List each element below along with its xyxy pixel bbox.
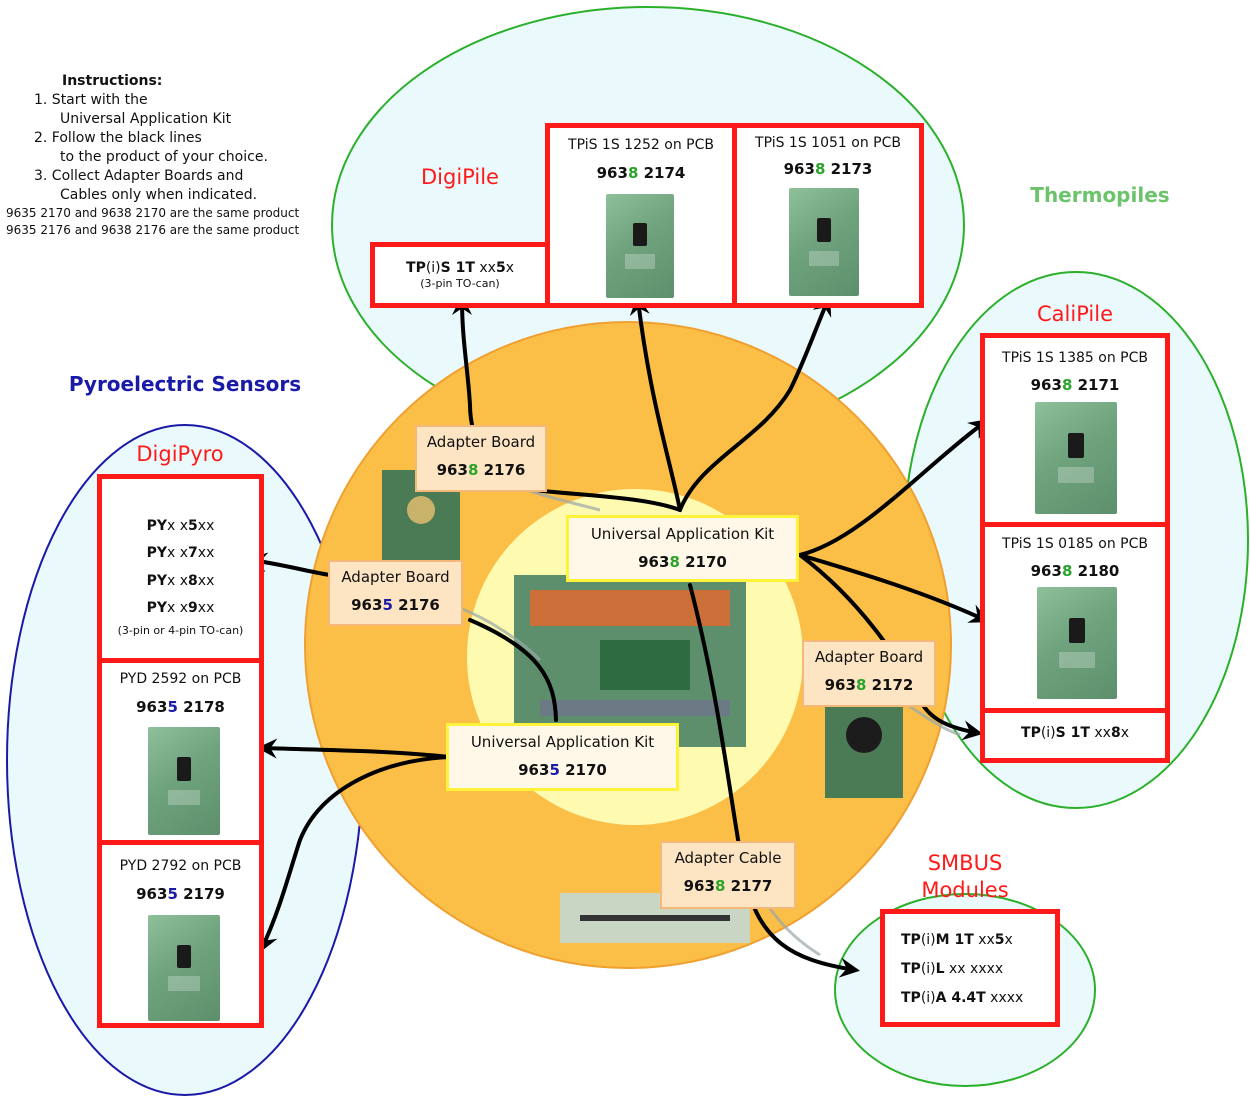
smbus-label-line-1: SMBUS: [927, 851, 1003, 875]
line-to-digipyro-pcb2: [259, 755, 452, 953]
digipyro-pcb2-photo: [148, 915, 220, 1021]
instruction-step-1b: Universal Application Kit: [60, 111, 232, 127]
digipyro-pcb2-code: 9635 2179: [136, 885, 225, 903]
universal-kit-9635-2170[interactable]: Universal Application Kit 9635 2170: [446, 723, 679, 791]
digipile-tpis-box[interactable]: TP(i)S 1T xx5x (3-pin TO-can): [370, 242, 550, 308]
instruction-note-1: 9635 2170 and 9638 2170 are the same pro…: [6, 206, 300, 220]
line-to-digipile-pcb1: [629, 295, 682, 512]
adapter-board-label: Adapter Board: [341, 568, 450, 586]
calipile-tpis-part: TP(i)S 1T xx8x: [1021, 725, 1129, 741]
adapter-board-code: 9638 2176: [436, 461, 526, 479]
digipile-pcb2-photo: [789, 188, 859, 296]
digipyro-part-1: PYx x5xx: [146, 518, 215, 534]
instructions: Instructions: 1. Start with the Universa…: [6, 72, 299, 239]
instruction-step-3b: Cables only when indicated.: [60, 187, 258, 203]
adapter-board-label: Adapter Board: [814, 648, 924, 666]
calipile-category-label: CaliPile: [1037, 302, 1113, 326]
adapter-board-9638-2172[interactable]: Adapter Board 9638 2172: [802, 640, 936, 707]
digipyro-to-can-box[interactable]: PYx x5xx PYx x7xx PYx x8xx PYx x9xx (3-p…: [97, 474, 264, 664]
digipyro-pcb1-photo: [148, 727, 220, 835]
digipile-pcb1-title: TPiS 1S 1252 on PCB: [568, 137, 714, 153]
adapter-board-code: 9635 2176: [351, 596, 440, 614]
digipyro-part-3: PYx x8xx: [146, 572, 215, 589]
adapter-board-9635-2176[interactable]: Adapter Board 9635 2176: [328, 560, 463, 626]
smbus-part-l: TP(i)L xx xxxx: [901, 961, 1004, 977]
instructions-heading: Instructions:: [62, 73, 163, 89]
digipyro-pcb2-title: PYD 2792 on PCB: [119, 858, 242, 874]
calipile-pcb1-box[interactable]: TPiS 1S 1385 on PCB 9638 2171: [980, 333, 1170, 528]
calipile-tpis-box[interactable]: TP(i)S 1T xx8x: [980, 708, 1170, 763]
instruction-step-3a: 3. Collect Adapter Boards and: [34, 168, 244, 184]
calipile-pcb2-code: 9638 2180: [1030, 562, 1120, 580]
universal-kit-label: Universal Application Kit: [590, 525, 775, 543]
instruction-step-2a: 2. Follow the black lines: [34, 130, 202, 146]
digipyro-pcb2-box[interactable]: PYD 2792 on PCB 9635 2179: [97, 840, 264, 1028]
instruction-step-1a: 1. Start with the: [34, 92, 148, 108]
line-to-calipile-2: [798, 553, 990, 623]
digipyro-part-2: PYx x7xx: [146, 545, 215, 562]
adapter-board-9638-2176[interactable]: Adapter Board 9638 2176: [415, 425, 547, 492]
instruction-step-2b: to the product of your choice.: [60, 149, 268, 165]
digipyro-pcb1-box[interactable]: PYD 2592 on PCB 9635 2178: [97, 658, 264, 845]
thermopiles-group-label: Thermopiles: [1030, 183, 1170, 207]
pyroelectric-group-label: Pyroelectric Sensors: [68, 372, 302, 396]
line-kit2-to-adapter: [468, 618, 558, 722]
digipyro-part-list: PYx x5xx PYx x7xx PYx x8xx PYx x9xx: [102, 513, 259, 622]
smbus-category-label: SMBUS Modules: [900, 850, 1030, 904]
digipile-tpis-part: TP(i)S 1T xx5x: [406, 260, 514, 276]
instruction-note-2: 9635 2176 and 9638 2176 are the same pro…: [6, 223, 300, 237]
universal-kit-9638-2170[interactable]: Universal Application Kit 9638 2170: [566, 515, 799, 582]
digipyro-pcb1-title: PYD 2592 on PCB: [119, 671, 242, 687]
digipile-pcb1-code: 9638 2174: [596, 164, 686, 182]
line-to-digipyro-pcb1: [257, 738, 452, 759]
calipile-pcb2-photo: [1037, 587, 1117, 699]
digipile-tpis-note: (3-pin TO-can): [420, 277, 500, 290]
smbus-part-m: TP(i)M 1T xx5x: [901, 932, 1013, 948]
calipile-pcb2-box[interactable]: TPiS 1S 0185 on PCB 9638 2180: [980, 522, 1170, 714]
calipile-pcb1-photo: [1035, 402, 1117, 514]
digipile-pcb2-title: TPiS 1S 1051 on PCB: [755, 135, 901, 151]
calipile-pcb1-title: TPiS 1S 1385 on PCB: [1002, 350, 1148, 366]
line-to-calipile-1: [798, 419, 990, 557]
adapter-cable-code: 9638 2177: [683, 877, 773, 895]
universal-kit-label: Universal Application Kit: [470, 733, 655, 751]
universal-kit-code: 9638 2170: [638, 553, 727, 571]
digipile-pcb2-box[interactable]: TPiS 1S 1051 on PCB 9638 2173: [732, 123, 924, 308]
smbus-part-list: TP(i)M 1T xx5x TP(i)L xx xxxx TP(i)A 4.4…: [901, 926, 1055, 1013]
smbus-part-a: TP(i)A 4.4T xxxx: [901, 990, 1024, 1006]
digipile-category-label: DigiPile: [421, 165, 499, 189]
calipile-pcb1-code: 9638 2171: [1030, 376, 1120, 394]
digipile-pcb1-photo: [606, 194, 674, 298]
calipile-pcb2-title: TPiS 1S 0185 on PCB: [1002, 536, 1148, 552]
digipile-pcb1-box[interactable]: TPiS 1S 1252 on PCB 9638 2174: [545, 123, 737, 308]
line-to-digipile-pcb2: [678, 295, 832, 512]
adapter-cable-9638-2177[interactable]: Adapter Cable 9638 2177: [660, 841, 796, 909]
universal-kit-code: 9635 2170: [518, 761, 607, 779]
digipyro-category-label: DigiPyro: [136, 442, 224, 466]
adapter-cable-label: Adapter Cable: [674, 849, 782, 867]
smbus-label-line-2: Modules: [921, 878, 1009, 902]
smbus-modules-box[interactable]: TP(i)M 1T xx5x TP(i)L xx xxxx TP(i)A 4.4…: [880, 909, 1060, 1027]
digipyro-pcb1-code: 9635 2178: [136, 698, 225, 716]
adapter-board-label: Adapter Board: [426, 433, 536, 451]
digipyro-part-4: PYx x9xx: [146, 599, 215, 616]
adapter-board-code: 9638 2172: [824, 676, 914, 694]
digipyro-to-can-note: (3-pin or 4-pin TO-can): [117, 624, 244, 638]
digipile-pcb2-code: 9638 2173: [783, 160, 873, 178]
